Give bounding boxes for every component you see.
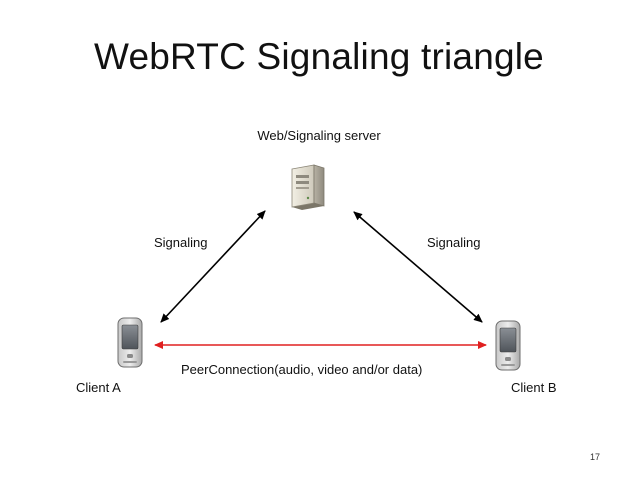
signaling-left-label: Signaling — [154, 235, 208, 250]
signaling-left-arrow — [160, 210, 266, 323]
peer-connection-label: PeerConnection(audio, video and/or data) — [181, 362, 423, 377]
client-a-label: Client A — [76, 380, 121, 395]
page-number: 17 — [589, 452, 600, 462]
client-b-label: Client B — [511, 380, 557, 395]
slide-title: WebRTC Signaling triangle — [94, 36, 544, 77]
signaling-right-arrow — [353, 211, 483, 323]
mobile-phone-icon — [117, 317, 143, 368]
server-icon — [291, 164, 325, 210]
server-label: Web/Signaling server — [257, 128, 381, 143]
mobile-phone-icon — [495, 320, 521, 371]
signaling-right-label: Signaling — [427, 235, 481, 250]
